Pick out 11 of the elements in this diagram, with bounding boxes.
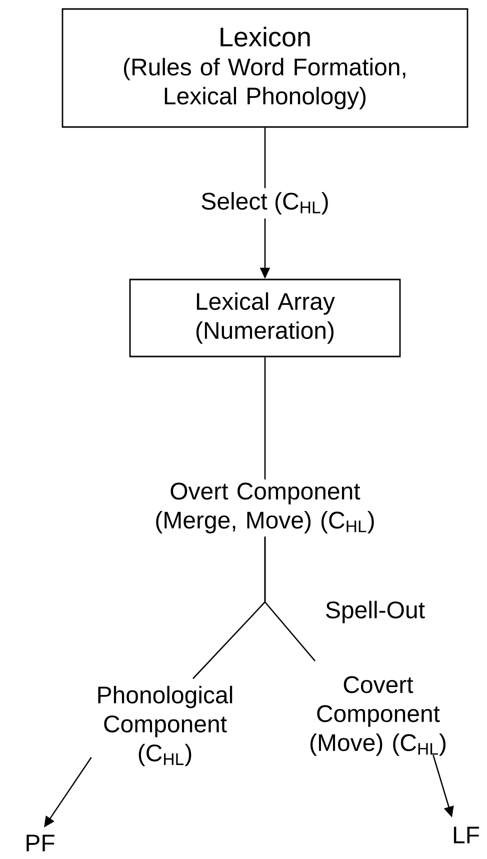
process-box: Lexical Array (Numeration) xyxy=(129,278,401,358)
component-label: Covert Component (Move) (C$_{HL}$) xyxy=(310,676,446,756)
connector-line xyxy=(264,357,266,480)
output-label: LF xyxy=(454,826,480,844)
lexicon-box: Lexicon (Rules of Word Formation, Lexical Phonology) xyxy=(62,8,468,128)
component-label: Overt Component (Merge, Move) (C$_{HL}$) xyxy=(156,482,374,534)
output-label: PF xyxy=(26,834,54,852)
branch-label: Spell-Out xyxy=(326,600,425,624)
edge-label: Select (C$_{HL}$) xyxy=(196,188,334,218)
component-label: Phonological Component (C$_{HL}$) xyxy=(98,686,232,766)
connector-line xyxy=(264,536,316,662)
